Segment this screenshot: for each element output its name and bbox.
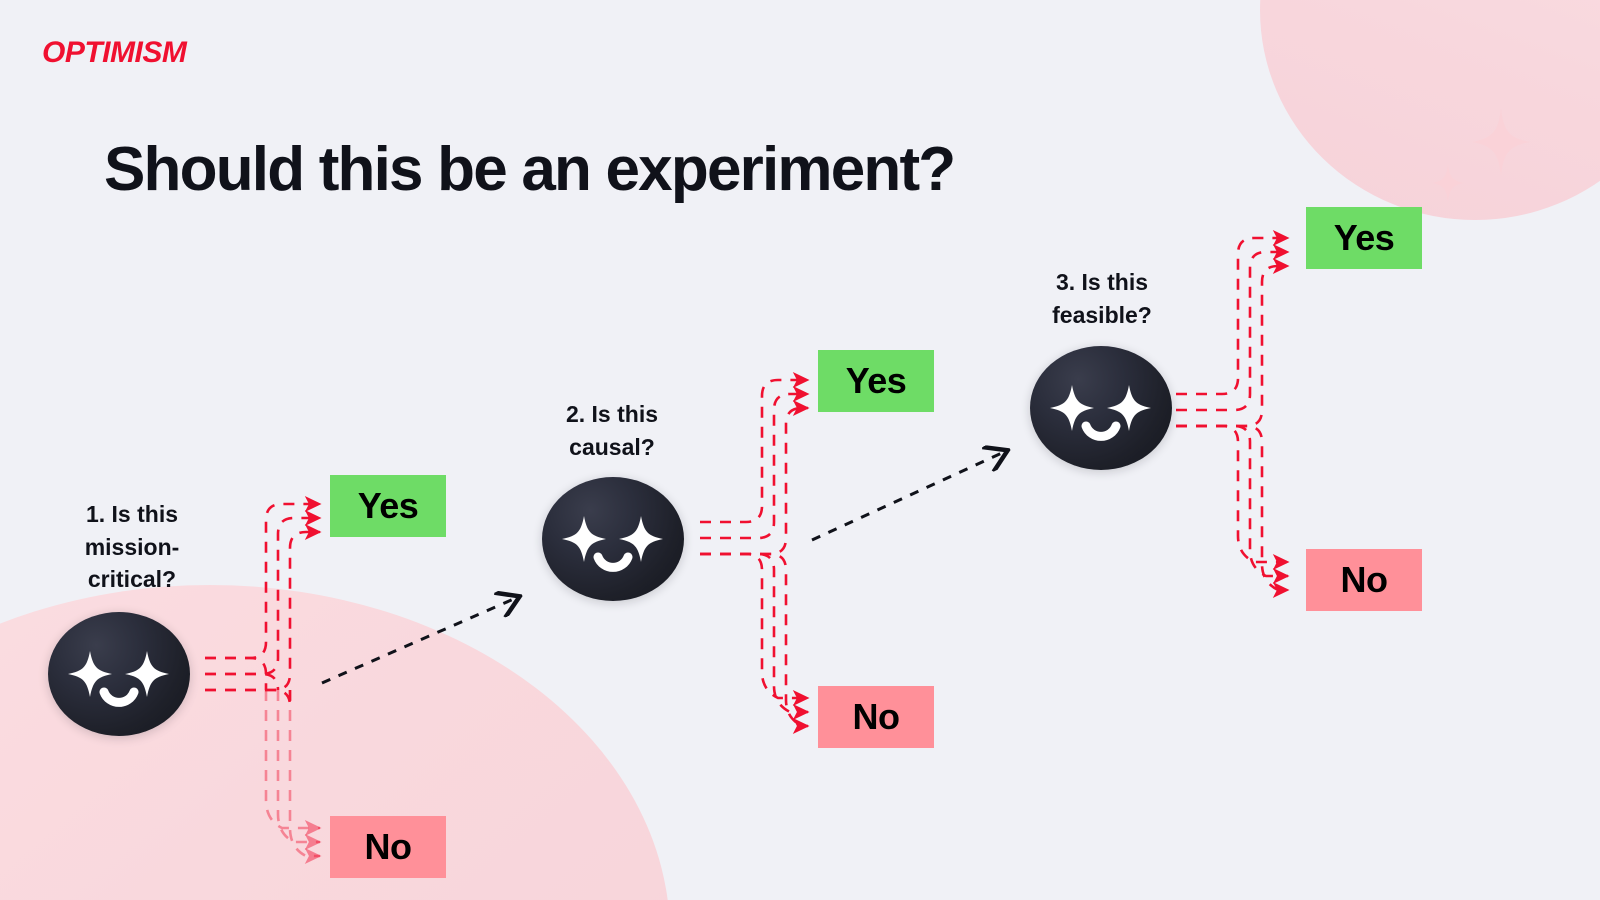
node-1-face — [68, 651, 169, 707]
outcome-yes-3[interactable]: Yes — [1306, 207, 1422, 269]
decision-node-1[interactable] — [48, 612, 190, 736]
connector-node2-to-node3 — [811, 452, 1004, 542]
edge-node3-no — [1176, 424, 1290, 599]
decision-node-2[interactable] — [542, 477, 684, 601]
outcome-no-2[interactable]: No — [818, 686, 934, 748]
outcome-yes-1[interactable]: Yes — [330, 475, 446, 537]
node-3-face — [1050, 385, 1151, 441]
outcome-yes-2[interactable]: Yes — [818, 350, 934, 412]
node-1-label: 1. Is this mission- critical? — [84, 501, 180, 593]
optimism-logo: OPTIMISM — [42, 36, 187, 69]
edge-node3-yes — [1176, 229, 1290, 428]
node-3-label: 3. Is this feasible? — [1052, 269, 1152, 328]
page-title: Should this be an experiment? — [104, 135, 956, 204]
node-2-label: 2. Is this causal? — [565, 401, 659, 460]
outcome-no-3[interactable]: No — [1306, 549, 1422, 611]
node-2-face — [562, 516, 663, 572]
edge-node2-no — [700, 552, 810, 735]
edge-node1-no — [205, 656, 322, 865]
outcome-no-1[interactable]: No — [330, 816, 446, 878]
edge-node2-yes — [700, 371, 810, 556]
connector-node1-to-node2 — [321, 598, 516, 685]
edge-node1-yes — [205, 495, 322, 692]
decision-node-3[interactable] — [1030, 346, 1172, 470]
